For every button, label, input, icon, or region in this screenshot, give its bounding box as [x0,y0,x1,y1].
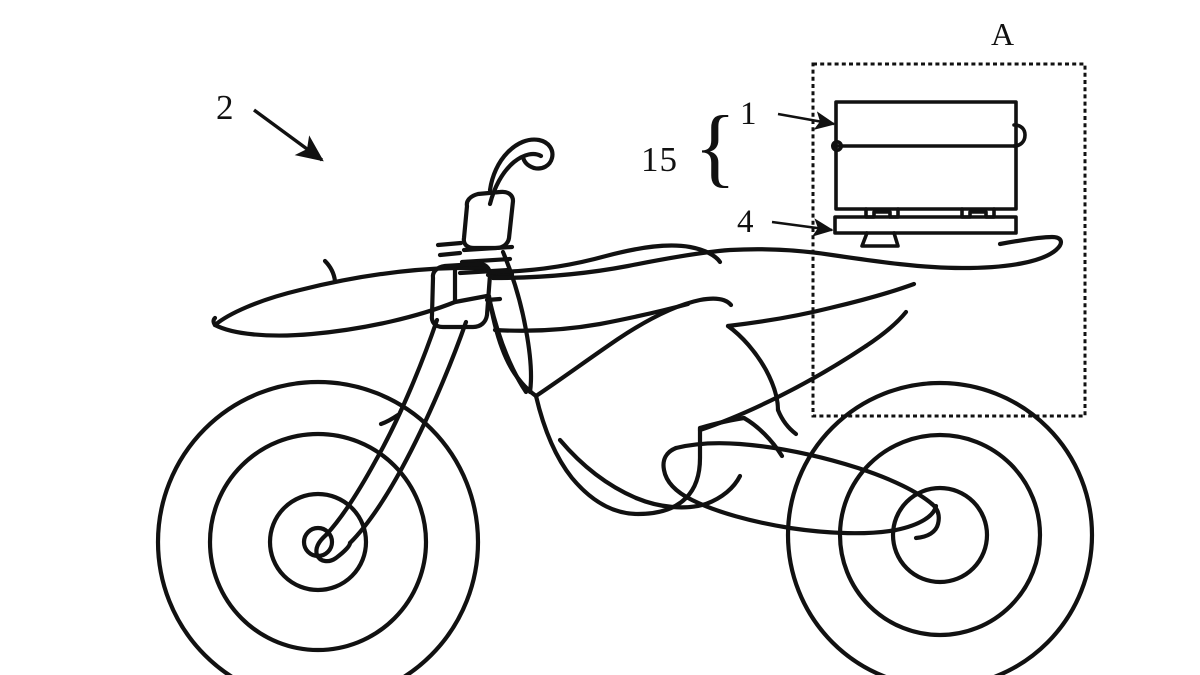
callout-leaders [252,108,836,237]
fuel-tank-shroud [486,243,734,517]
label-group-brace-ref: 15 [641,140,678,179]
motorcycle-linework [155,137,1095,675]
leader-carrier-tray [771,218,834,237]
detail-box [811,62,1087,418]
front-wheel [155,379,481,675]
frame-tube [697,415,785,459]
battery-box [830,100,1027,211]
label-carrier-tray-ref: 4 [737,204,754,240]
rear-fender [697,281,917,437]
label-vehicle-ref: 2 [216,88,235,127]
handlebar [487,137,555,207]
front-fork [314,189,534,564]
battery-assembly [830,100,1027,248]
brace-group-15: { [694,104,736,236]
battery-carrier-plate [833,215,1018,248]
label-detail-box-letter: A [991,16,1015,52]
curly-brace-glyph: { [694,99,737,196]
label-battery-pack-ref: 1 [740,96,757,132]
leader-vehicle [252,108,324,162]
engine-body [487,299,743,510]
front-fender [211,258,490,338]
seat [490,234,1063,281]
rear-wheel [785,380,1095,675]
leader-battery-pack [777,111,836,130]
swingarm [661,441,941,541]
